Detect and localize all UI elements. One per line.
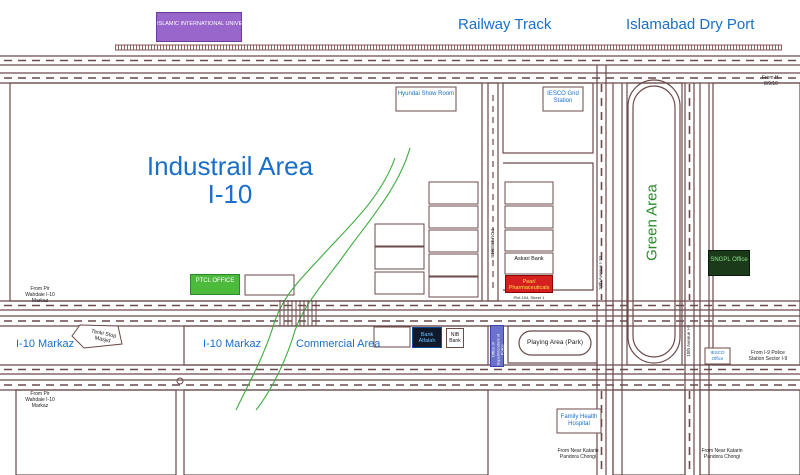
dry-port-label: Islamabad Dry Port xyxy=(626,16,755,33)
industrial-plots xyxy=(244,86,731,434)
avenue-i9-label: 10th Avenue I-9 xyxy=(686,325,691,357)
nib-box: NIB Bank xyxy=(446,328,464,348)
from-katarin-right-label: From Near Katarin Pandora Chongi xyxy=(701,448,743,460)
police-label: Office of Superintendent of Police xyxy=(490,333,505,366)
iesco-grid-label: IESCO Grid Station xyxy=(547,91,579,104)
avenue-i9 xyxy=(684,83,710,475)
nib-label: NIB Bank xyxy=(449,332,461,344)
green-area-track xyxy=(627,79,681,364)
ptcl-box: PTCL OFFICE xyxy=(190,274,240,295)
markaz-left-label: I-10 Markaz xyxy=(16,338,75,350)
police-box: Office of Superintendent of Police xyxy=(490,325,504,367)
from-wahdat-top-label: From Pir Wahdaie I-10 Markaz xyxy=(20,286,60,304)
street-no-1 xyxy=(487,82,499,302)
avenue-i10-label: 10th Avenue I-10 xyxy=(598,256,603,290)
road-top xyxy=(0,55,800,84)
markaz-mid-label: I-10 Markaz xyxy=(203,338,262,350)
industrial-area-title: Industrail Area I-10 xyxy=(130,152,330,208)
commercial-label: Commercial Area xyxy=(296,338,381,350)
street-no-1-label: STREET NO 1 xyxy=(490,228,495,258)
from-police-label: From I-9 Police Station Sector I-9 xyxy=(748,350,788,362)
title-line-1: Industrail Area xyxy=(146,151,314,181)
bank-alfalah-label: Bank Alfalah xyxy=(418,332,436,344)
ptcl-label: PTCL OFFICE xyxy=(195,278,235,284)
university-label: ISLAMIC INTERNATIONAL UNIVERSITY xyxy=(157,21,259,27)
railway-track-label: Railway Track xyxy=(458,16,552,33)
green-area-inner xyxy=(632,85,676,358)
iesco-office-label: IESCO Office xyxy=(710,350,725,361)
askari-label: Askari Bank xyxy=(514,256,544,262)
park-shape xyxy=(518,330,592,356)
masjid-shape xyxy=(71,324,123,349)
railway-track xyxy=(115,44,782,51)
from-wahdat-top-text: From Pir Wahdaie I-10 Markaz xyxy=(25,286,55,304)
stream xyxy=(235,147,411,411)
park-label: Playing Area (Park) xyxy=(527,339,583,346)
family-health-label: Family Health Hospital xyxy=(560,414,598,427)
from-wahdat-bottom-label: From Pir Wahdaie I-10 Markaz xyxy=(20,391,60,409)
university-box: ISLAMIC INTERNATIONAL UNIVERSITY xyxy=(156,12,258,42)
from-h8-label: From H-8/9/10 xyxy=(761,75,781,87)
green-area-label: Green Area xyxy=(643,184,661,261)
bridge-hatch xyxy=(279,300,317,326)
from-katarin-left-label: From Near Katarin Pandora Chongi xyxy=(557,448,599,460)
roundabout-marker xyxy=(176,377,184,385)
plot-label: Plot 104, Street 1 xyxy=(513,295,545,300)
pearl-box: Pearl Pharmaceuticals xyxy=(505,275,553,293)
bank-alfalah-box: Bank Alfalah xyxy=(412,327,442,348)
road-lower xyxy=(0,364,800,391)
sngpl-label: SNGPL Office xyxy=(710,257,748,263)
park-block xyxy=(507,325,598,364)
hyundai-label: Hyundai Show Room xyxy=(397,91,455,97)
title-line-2: I-10 xyxy=(207,179,253,209)
from-wahdat-bottom-text: From Pir Wahdaie I-10 Markaz xyxy=(25,391,55,409)
pearl-label: Pearl Pharmaceuticals xyxy=(508,279,550,291)
sngpl-box: SNGPL Office xyxy=(708,250,750,276)
